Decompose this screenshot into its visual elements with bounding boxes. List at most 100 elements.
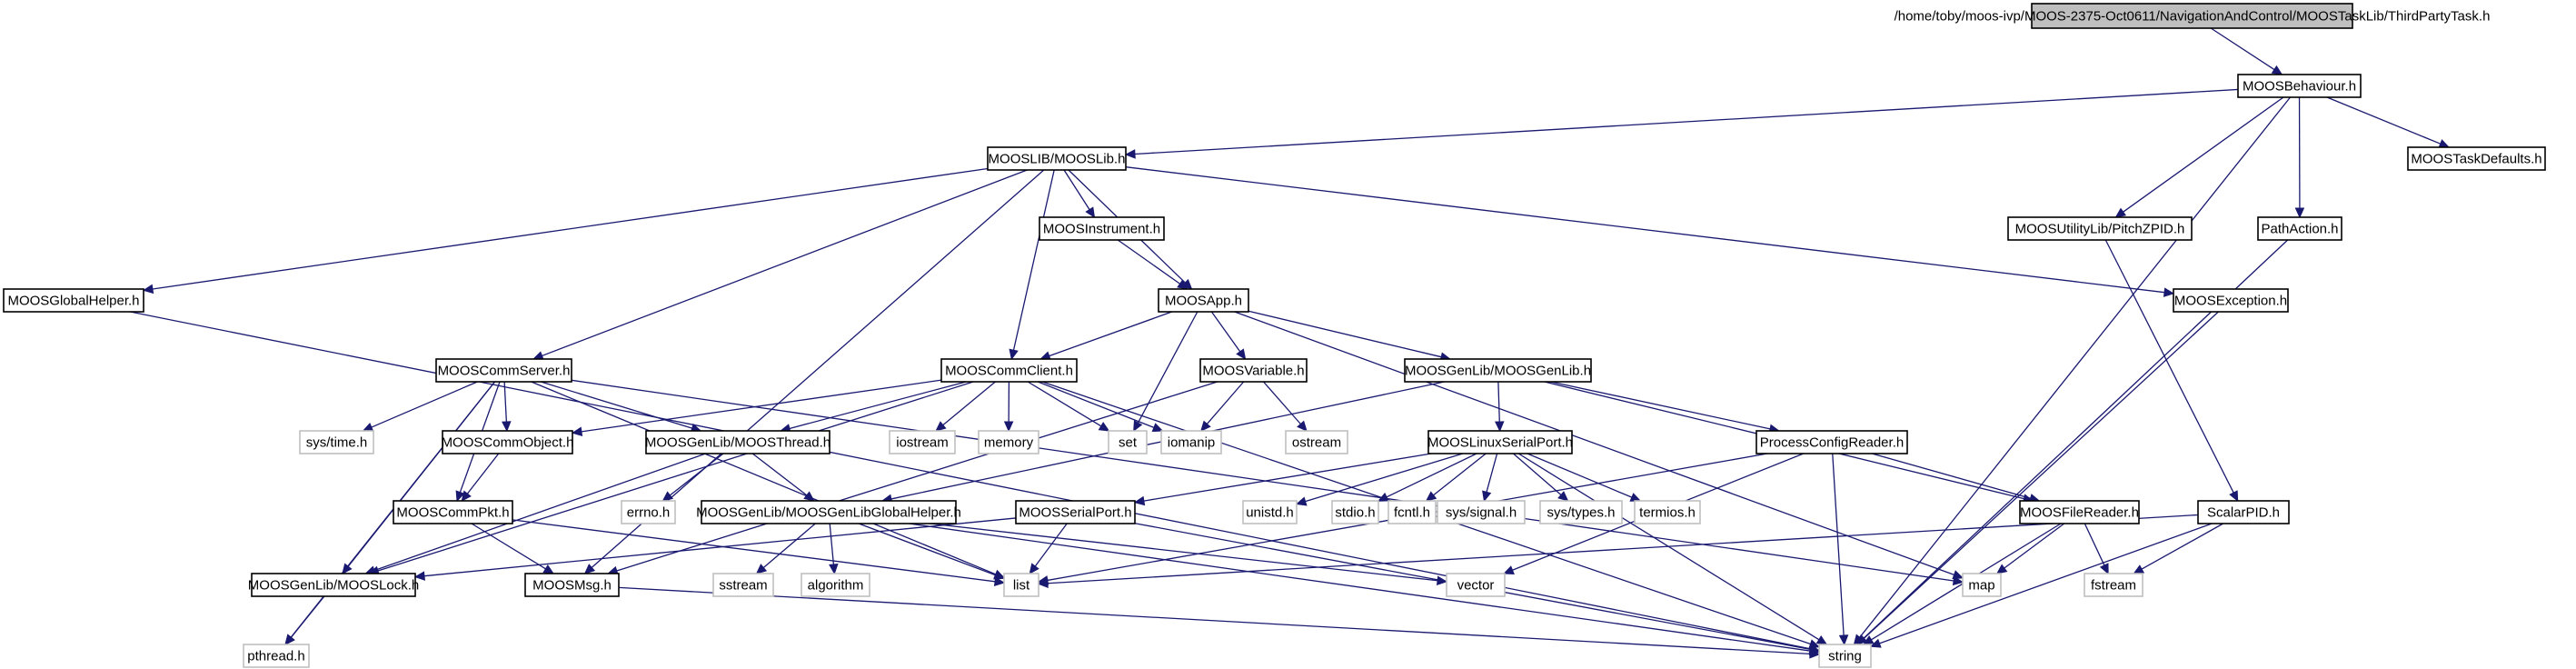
node-MOOSThread[interactable]: MOOSGenLib/MOOSThread.h (645, 430, 830, 454)
node-PathAction[interactable]: PathAction.h (2257, 216, 2342, 241)
edge-MOOSMsg-to-string (618, 586, 1821, 659)
edge-MOOSLinuxSerialPort-to-systypes (1513, 453, 1569, 502)
edge-MOOSApp-to-map (1234, 311, 1964, 580)
edge-ScalarPID-to-list (1037, 514, 2199, 589)
node-box (442, 430, 573, 454)
node-MOOSInstrument[interactable]: MOOSInstrument.h (1039, 216, 1165, 241)
node-MOOSLock[interactable]: MOOSGenLib/MOOSLock.h (248, 573, 419, 597)
node-ProcessConfigReader[interactable]: ProcessConfigReader.h (1755, 430, 1908, 454)
edge-line (130, 311, 1811, 650)
edge-MOOSThread-to-MOOSLock (364, 453, 706, 575)
node-stdio: stdio.h (1331, 500, 1379, 524)
edge-MOOSLinuxSerialPort-to-syssignal (1482, 453, 1498, 503)
arrowhead (661, 491, 674, 502)
arrowhead (1425, 491, 1437, 502)
node-MOOSLinuxSerialPort[interactable]: MOOSLinuxSerialPort.h (1427, 430, 1573, 454)
node-MOOSGlobalHelper[interactable]: MOOSGlobalHelper.h (3, 288, 144, 313)
node-MOOSLib[interactable]: MOOSLIB/MOOSLib.h (987, 146, 1127, 171)
arrowhead (1236, 348, 1247, 360)
arrowhead (2229, 490, 2239, 503)
node-label: /home/toby/moos-ivp/MOOS-2375-Oct0611/Na… (1895, 9, 2491, 25)
arrowhead (142, 284, 154, 295)
node-label: MOOSUtilityLib/PitchZPID.h (2015, 222, 2185, 237)
edge-MOOSLinuxSerialPort-to-MOOSSerialPort (1133, 453, 1432, 506)
node-label: MOOSGlobalHelper.h (7, 294, 139, 309)
node-MOOSCommServer[interactable]: MOOSCommServer.h (435, 358, 572, 383)
node-MOOSFileReader[interactable]: MOOSFileReader.h (2019, 500, 2140, 524)
arrowhead (1495, 421, 1505, 433)
node-label: sys/time.h (306, 435, 368, 451)
edge-MOOSLinuxSerialPort-to-fcntl (1425, 453, 1487, 502)
node-MOOSGenLib[interactable]: MOOSGenLib/MOOSGenLib.h (1404, 358, 1592, 383)
edge-MOOSInstrument-to-MOOSApp (1117, 239, 1189, 290)
node-box (1039, 216, 1165, 241)
edge-MOOSFileReader-to-map (1995, 523, 2065, 574)
arrowhead (1133, 420, 1143, 433)
node-ostream: ostream (1285, 430, 1348, 454)
node-label: fcntl.h (1394, 505, 1430, 521)
edge-MOOSApp-to-set (1133, 311, 1198, 433)
node-MOOSCommClient[interactable]: MOOSCommClient.h (940, 358, 1078, 383)
node-label: MOOSGenLib/MOOSThread.h (645, 435, 830, 451)
arrowhead (1029, 563, 1039, 574)
node-box (3, 288, 144, 313)
edge-MOOSThread-to-GlobalHelper (751, 453, 815, 502)
node-box (2173, 288, 2289, 313)
edge-line (1263, 381, 1301, 424)
node-label: MOOSVariable.h (1202, 364, 1304, 379)
node-ScalarPID[interactable]: ScalarPID.h (2197, 500, 2290, 524)
node-MOOSException[interactable]: MOOSException.h (2173, 288, 2289, 313)
node-box (2257, 216, 2342, 241)
edge-line (2326, 96, 2442, 145)
node-box (243, 644, 310, 668)
node-label: MOOSCommServer.h (438, 364, 571, 379)
node-MOOSSerialPort[interactable]: MOOSSerialPort.h (1015, 500, 1136, 524)
node-MOOSTaskDefaults[interactable]: MOOSTaskDefaults.h (2407, 146, 2546, 171)
edge-line (1049, 311, 1172, 357)
edge-MOOSCommServer-to-list (531, 381, 1006, 579)
edge-line (571, 379, 1954, 582)
node-label: MOOSFileReader.h (2020, 505, 2139, 521)
node-termios: termios.h (1634, 500, 1701, 524)
node-label: MOOSBehaviour.h (2243, 79, 2356, 95)
edge-line (858, 523, 996, 576)
node-label: MOOSApp.h (1165, 294, 1242, 309)
edge-line (1497, 381, 1500, 423)
node-label: sys/signal.h (1446, 505, 1517, 521)
node-label: ScalarPID.h (2207, 505, 2280, 521)
edge-line (1027, 381, 1102, 427)
arrowhead (1098, 422, 1110, 432)
node-PitchZPID[interactable]: MOOSUtilityLib/PitchZPID.h (2007, 216, 2193, 241)
node-systime: sys/time.h (299, 430, 374, 454)
edge-line (531, 381, 997, 575)
arrowhead (502, 421, 512, 433)
edge-line (1117, 239, 1180, 285)
edge-line (2141, 523, 2223, 570)
node-MOOSCommPkt[interactable]: MOOSCommPkt.h (393, 500, 513, 524)
node-MOOSBehaviour[interactable]: MOOSBehaviour.h (2237, 74, 2362, 98)
node-label: MOOSSerialPort.h (1019, 505, 1131, 521)
node-box (1437, 500, 1526, 524)
edge-line (423, 517, 1017, 577)
node-MOOSMsg[interactable]: MOOSMsg.h (524, 573, 620, 597)
edge-line (2123, 96, 2284, 213)
arrowhead (935, 421, 947, 432)
node-MOOSCommObject[interactable]: MOOSCommObject.h (442, 430, 574, 454)
node-pthread: pthread.h (243, 644, 310, 668)
node-box (2019, 500, 2140, 524)
node-fcntl: fcntl.h (1387, 500, 1437, 524)
arrowhead (2099, 563, 2109, 575)
edge-line (1486, 453, 1498, 493)
edge-line (829, 523, 835, 565)
arrowhead (829, 564, 839, 575)
node-box (801, 573, 870, 597)
node-MOOSVariable[interactable]: MOOSVariable.h (1199, 358, 1308, 383)
edge-MOOSCommClient-to-iostream (935, 381, 996, 432)
node-MOOSApp[interactable]: MOOSApp.h (1158, 288, 1249, 313)
node-algorithm: algorithm (801, 573, 870, 597)
node-GlobalHelper[interactable]: MOOSGenLib/MOOSGenLibGlobalHelper.h (696, 500, 961, 524)
edge-line (1872, 453, 2031, 499)
arrowhead (1037, 578, 1049, 589)
edge-line (1305, 453, 1464, 503)
